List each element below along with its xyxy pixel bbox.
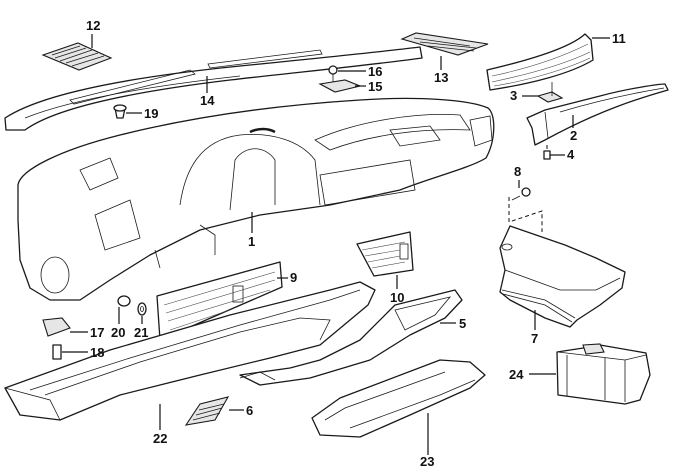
callout-1[interactable]: 1 <box>248 234 256 249</box>
part-bolt-lower[interactable] <box>52 344 62 360</box>
part-left-speaker-grille[interactable] <box>41 42 113 71</box>
callout-5[interactable]: 5 <box>459 316 467 331</box>
callout-3[interactable]: 3 <box>510 88 518 103</box>
callout-2[interactable]: 2 <box>570 128 578 143</box>
part-wood-trim-strip[interactable] <box>486 33 594 91</box>
callout-7[interactable]: 7 <box>531 331 539 346</box>
part-right-trim-strip[interactable] <box>526 83 669 146</box>
callout-24[interactable]: 24 <box>509 367 524 382</box>
callout-21[interactable]: 21 <box>134 325 149 340</box>
part-spacer[interactable] <box>117 295 131 307</box>
callout-10[interactable]: 10 <box>390 290 405 305</box>
part-screw[interactable] <box>543 150 551 160</box>
callout-20[interactable]: 20 <box>111 325 126 340</box>
callout-6[interactable]: 6 <box>246 403 254 418</box>
part-bolt[interactable] <box>328 65 338 82</box>
part-wood-trim-cover[interactable] <box>356 231 414 277</box>
part-wood-trim-panel[interactable] <box>156 261 283 341</box>
part-glove-box-screw[interactable] <box>511 187 531 201</box>
callout-9[interactable]: 9 <box>290 270 298 285</box>
part-vent-grille[interactable] <box>184 396 230 426</box>
callout-18[interactable]: 18 <box>90 345 105 360</box>
callout-8[interactable]: 8 <box>514 164 522 179</box>
callout-13[interactable]: 13 <box>434 70 449 85</box>
callout-14[interactable]: 14 <box>200 93 215 108</box>
part-right-speaker-grille[interactable] <box>400 32 489 56</box>
part-washer[interactable] <box>137 302 147 316</box>
callout-22[interactable]: 22 <box>153 431 168 446</box>
part-lower-knee-panel[interactable] <box>4 281 376 421</box>
part-instrument-panel[interactable] <box>17 97 495 301</box>
part-module-box[interactable] <box>556 343 651 405</box>
callout-11[interactable]: 11 <box>612 31 626 46</box>
part-bracket[interactable] <box>318 79 362 93</box>
part-center-console-trim[interactable] <box>239 289 463 386</box>
part-lower-trim-cover[interactable] <box>311 359 486 438</box>
callout-19[interactable]: 19 <box>144 106 159 121</box>
part-plug[interactable] <box>113 104 127 119</box>
callout-16[interactable]: 16 <box>368 64 383 79</box>
part-clip-nut[interactable] <box>536 82 564 103</box>
dash-8 <box>508 197 543 232</box>
callout-17[interactable]: 17 <box>90 325 105 340</box>
part-holder-clip[interactable] <box>42 317 71 337</box>
callout-23[interactable]: 23 <box>420 454 435 469</box>
callout-12[interactable]: 12 <box>86 18 101 33</box>
part-glove-box[interactable] <box>499 225 626 328</box>
callout-4[interactable]: 4 <box>567 147 575 162</box>
callout-15[interactable]: 15 <box>368 79 383 94</box>
